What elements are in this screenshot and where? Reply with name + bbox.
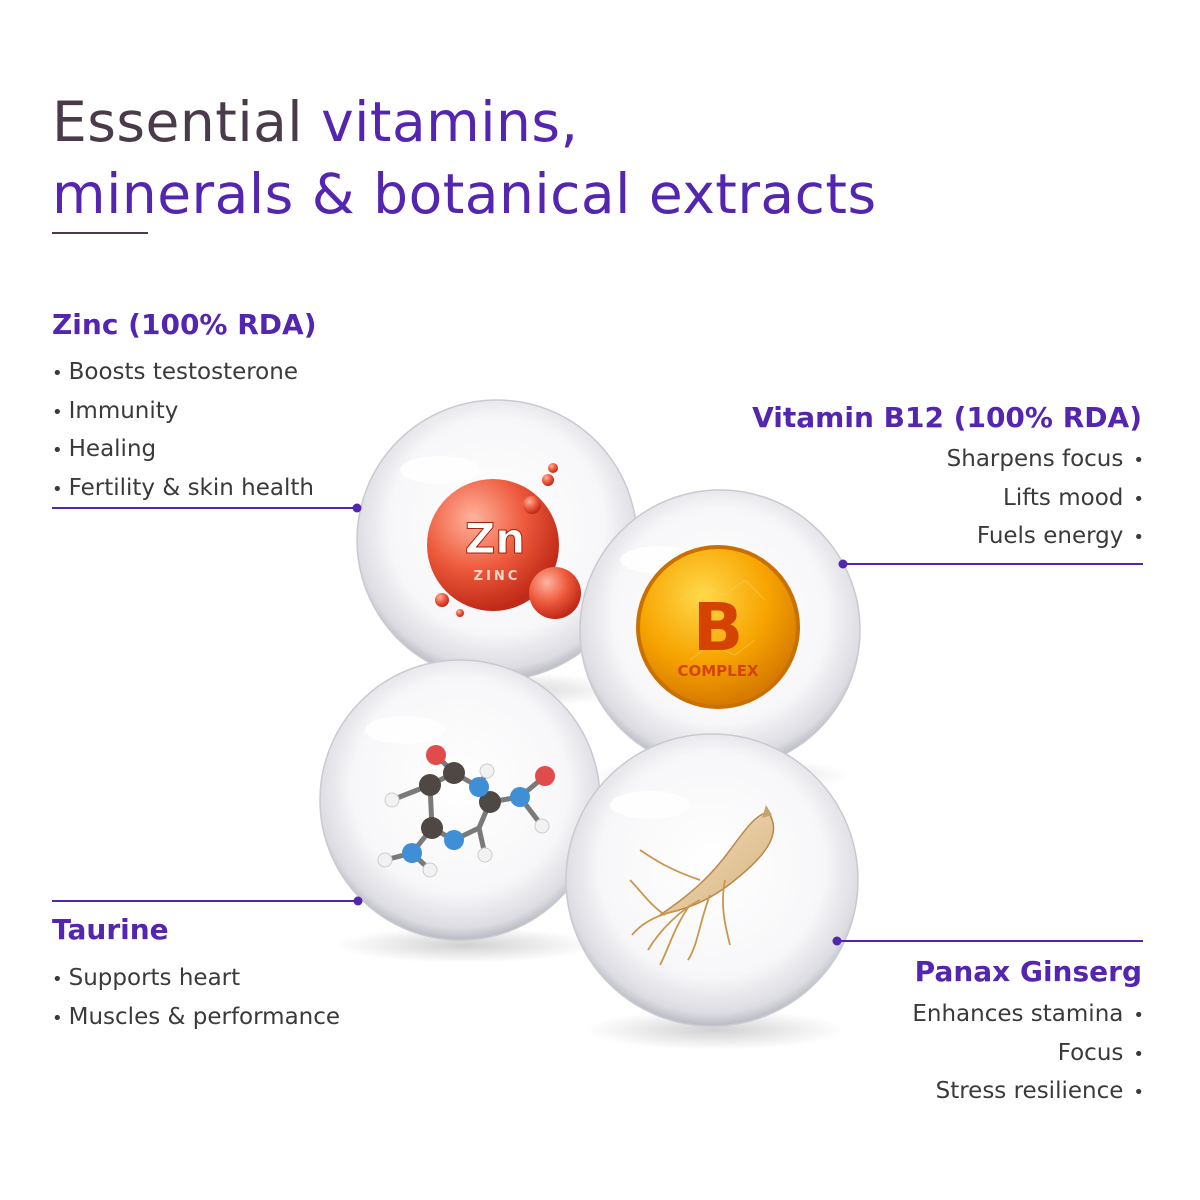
b12-heading: Vitamin B12 (100% RDA) — [752, 401, 1142, 434]
ginseng-benefits-list: Enhances stamina Focus Stress resilience — [912, 995, 1144, 1111]
list-item: Focus — [912, 1034, 1144, 1073]
ginseng-heading: Panax Ginserg — [914, 955, 1142, 988]
list-item: Supports heart — [52, 959, 340, 998]
zinc-connector-line — [52, 507, 357, 509]
list-item: Lifts mood — [947, 479, 1144, 518]
zinc-benefits-list: Boosts testosterone Immunity Healing Fer… — [52, 353, 314, 507]
b12-connector-line — [843, 563, 1143, 565]
list-item: Sharpens focus — [947, 440, 1144, 479]
taurine-bubble — [319, 659, 601, 941]
list-item: Stress resilience — [912, 1072, 1144, 1111]
zinc-symbol: Zn — [465, 514, 525, 563]
title-line2-rest: nerals & botanical extracts — [121, 162, 877, 226]
vitamin-b-symbol: B — [693, 589, 743, 666]
list-item: Fuels energy — [947, 517, 1144, 556]
title-underline — [52, 232, 148, 234]
list-item: Boosts testosterone — [52, 353, 314, 392]
b12-benefits-list: Sharpens focus Lifts mood Fuels energy — [947, 440, 1144, 556]
zinc-heading: Zinc (100% RDA) — [52, 308, 317, 341]
zinc-icon-label: ZINC — [474, 569, 521, 584]
list-item: Fertility & skin health — [52, 469, 314, 508]
list-item: Healing — [52, 430, 314, 469]
taurine-benefits-list: Supports heart Muscles & performance — [52, 959, 340, 1036]
list-item: Enhances stamina — [912, 995, 1144, 1034]
zinc-icon: Zn ZINC — [427, 463, 581, 619]
list-item: Immunity — [52, 392, 314, 431]
page-title: Essential vitamins, minerals & botanical… — [52, 86, 1152, 230]
title-line2-start: mi — [52, 162, 122, 226]
vitamin-b-icon-label: COMPLEX — [677, 662, 758, 680]
title-line1-highlight: vitamins, — [321, 90, 579, 154]
taurine-heading: Taurine — [52, 913, 169, 946]
ginseng-root-icon — [629, 805, 775, 966]
list-item: Muscles & performance — [52, 998, 340, 1037]
molecule-atoms — [377, 745, 555, 878]
ginseng-connector-line — [837, 940, 1143, 942]
vitamin-b-complex-icon: B COMPLEX — [636, 545, 800, 709]
title-line1-start: Essential — [52, 90, 322, 154]
taurine-connector-line — [52, 900, 358, 902]
